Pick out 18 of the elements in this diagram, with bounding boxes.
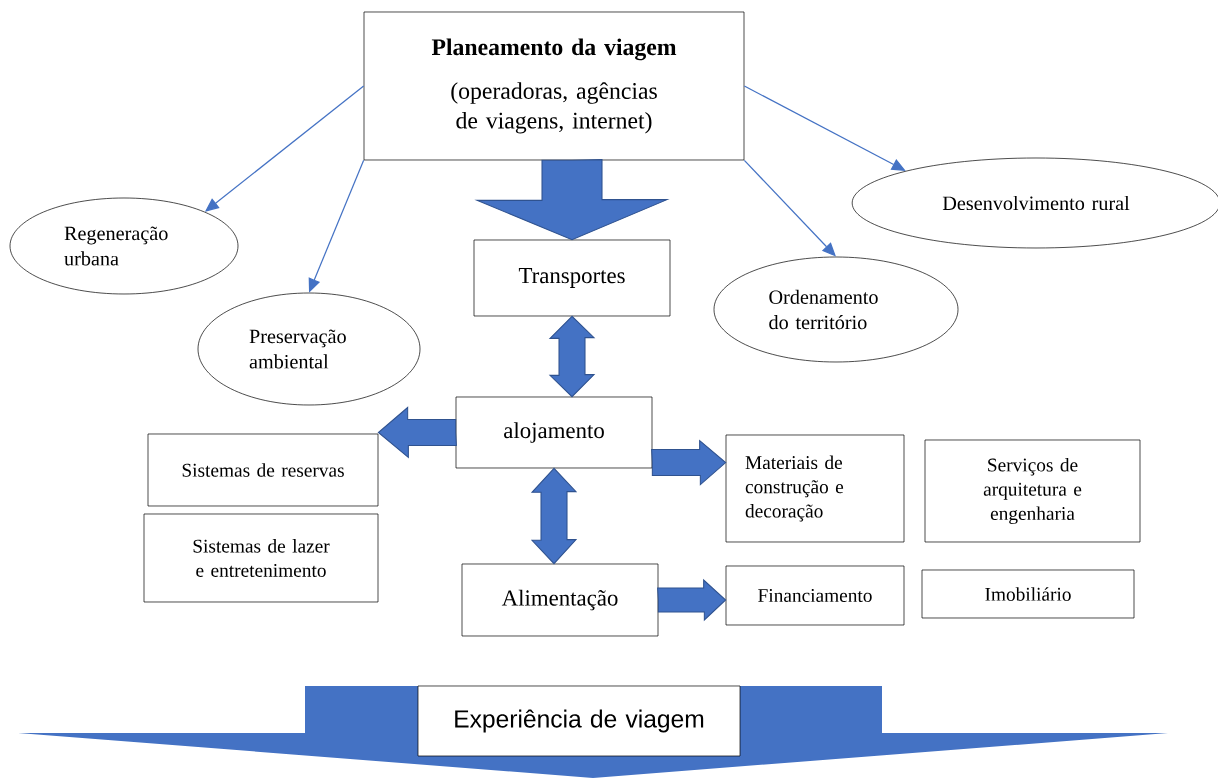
block-arrow (377, 406, 457, 459)
process-box: Serviços de arquitetura e engenharia (924, 439, 1141, 543)
process-box: Imobiliário (921, 569, 1135, 619)
process-box: Transportes (473, 239, 671, 317)
block-arrow (657, 578, 727, 622)
block-arrow (530, 467, 578, 565)
result-box: Experiência de viagem (417, 685, 741, 757)
process-box: alojamento (455, 396, 653, 469)
process-box: Financiamento (725, 565, 905, 626)
process-box: Planeamento da viagem (operadoras, agências de viagens, internet) (363, 11, 745, 161)
block-arrow (548, 315, 596, 398)
process-box: Sistemas de lazer e entretenimento (143, 513, 379, 603)
block-arrow (474, 159, 670, 241)
process-box: Sistemas de reservas (147, 433, 379, 507)
process-box: Alimentação (461, 563, 659, 637)
process-box: Materiais de construção e decoração (725, 434, 905, 543)
block-arrow (651, 439, 727, 486)
arrow (743, 159, 836, 257)
